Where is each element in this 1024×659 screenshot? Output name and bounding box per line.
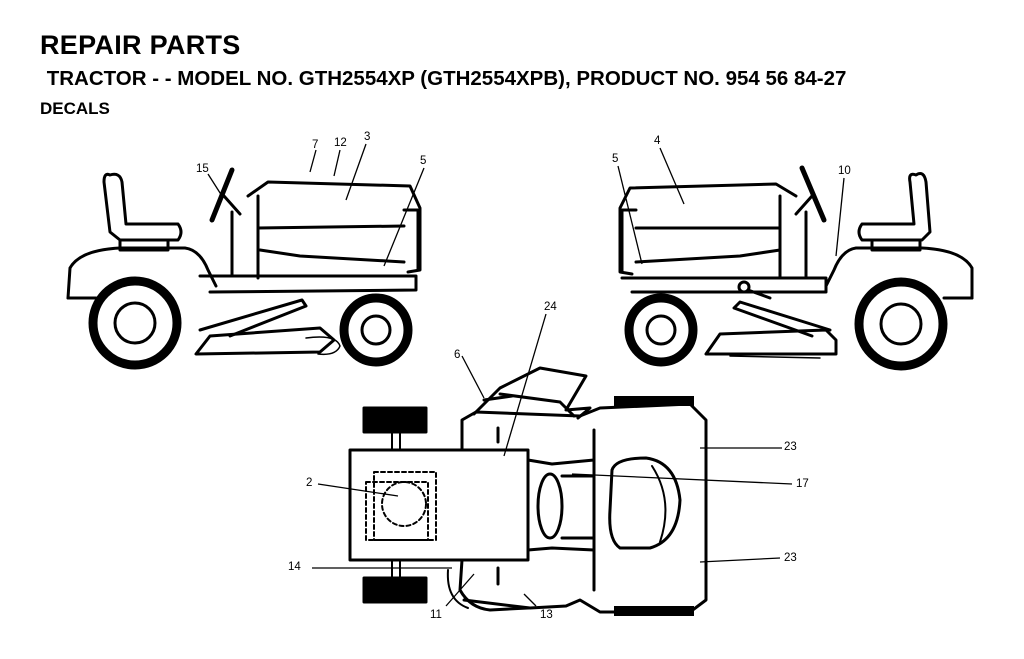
callout-5-left: 5 [420,155,426,167]
callout-15: 15 [196,163,209,175]
callout-5-right: 5 [612,153,618,165]
callout-4: 4 [654,135,661,147]
callout-2: 2 [306,477,312,489]
callout-14: 14 [288,561,301,573]
section-heading: DECALS [40,99,110,118]
callout-17: 17 [796,478,809,490]
callout-10: 10 [838,165,851,177]
callout-12: 12 [334,137,347,149]
callout-23-bottom: 23 [784,552,797,564]
callout-24: 24 [544,301,557,313]
model-subtitle: TRACTOR - - MODEL NO. GTH2554XP (GTH2554… [41,67,847,90]
callout-6: 6 [454,349,460,361]
leader-lines [207,143,845,607]
callout-labels: 15 7 12 3 5 5 4 10 24 6 2 23 17 23 14 11… [196,131,851,621]
callout-7: 7 [312,139,318,151]
callout-11: 11 [430,609,442,621]
tractor-left-side-view [66,167,422,370]
callout-13: 13 [540,609,553,621]
callout-3: 3 [364,131,370,143]
tractor-right-side-view [618,165,974,371]
tractor-top-view [348,366,708,616]
page-title: REPAIR PARTS [40,30,241,60]
callout-23-top: 23 [784,441,797,453]
